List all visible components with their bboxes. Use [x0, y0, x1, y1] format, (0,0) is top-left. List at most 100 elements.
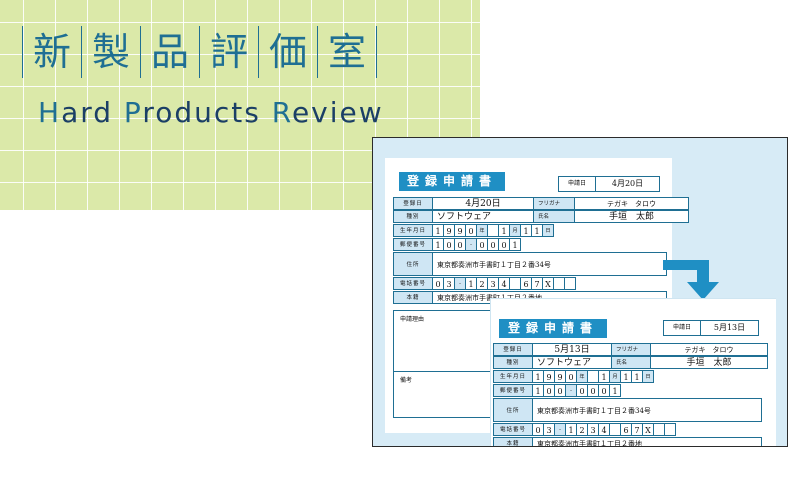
address-field[interactable]: 東京都奏洲市手書町１丁目２番34号 — [432, 252, 667, 276]
jp-title-char: 新 — [22, 26, 81, 78]
digit: 2 — [577, 423, 588, 436]
digit: 0 — [455, 238, 466, 251]
reg-date-field[interactable]: 4月20日 — [432, 197, 534, 210]
digit: 0 — [477, 238, 488, 251]
zip-row: 郵便番号 1 0 0 - 0 0 0 1 — [393, 238, 521, 251]
tel-label: 電話番号 — [493, 423, 532, 436]
digit: 3 — [588, 423, 599, 436]
birth-digits[interactable]: 1 9 9 0 年 1 月 1 1 日 — [532, 370, 654, 383]
digit: 0 — [577, 384, 588, 397]
digit: - — [455, 277, 466, 290]
application-date-label: 申請日 — [664, 321, 701, 335]
type-row: 種別 ソフトウェア 氏名 手垣 太郎 — [393, 210, 689, 223]
jp-title-char: 品 — [140, 26, 199, 78]
digit: X — [543, 277, 554, 290]
digit: 1 — [532, 370, 544, 383]
application-date-value: 4月20日 — [611, 179, 644, 188]
digit: 9 — [455, 224, 466, 237]
en-title-rest: roducts — [142, 96, 272, 129]
digit: 1 — [432, 224, 444, 237]
birth-row: 生年月日 1 9 9 0 年 1 月 1 1 日 — [393, 224, 554, 237]
digit: 9 — [555, 370, 566, 383]
digit: 日 — [643, 370, 654, 383]
jp-title: 新 製 品 評 価 室 — [22, 26, 377, 78]
birth-row: 生年月日 1 9 9 0 年 1 月 1 1 日 — [493, 370, 654, 383]
zip-digits[interactable]: 1 0 0 - 0 0 0 1 — [532, 384, 621, 397]
jp-title-char: 価 — [258, 26, 317, 78]
digit: 9 — [544, 370, 555, 383]
application-date-value: 5月13日 — [713, 323, 746, 332]
birth-label: 生年月日 — [493, 370, 532, 383]
type-field[interactable]: ソフトウェア — [532, 356, 612, 369]
digit: 3 — [444, 277, 455, 290]
tel-row: 電話番号 0 3 - 1 2 3 4 6 7 X — [493, 423, 676, 436]
type-field[interactable]: ソフトウェア — [432, 210, 534, 223]
digit: - — [466, 238, 477, 251]
tel-digits[interactable]: 0 3 - 1 2 3 4 6 7 X — [432, 277, 576, 290]
kana-field[interactable]: テガキ タロウ — [650, 343, 768, 356]
digit: 6 — [621, 423, 632, 436]
reg-date-label: 登録日 — [493, 343, 532, 356]
digit: 月 — [610, 370, 621, 383]
digit — [488, 224, 499, 237]
digit: 0 — [444, 238, 455, 251]
type-row: 種別 ソフトウェア 氏名 手垣 太郎 — [493, 356, 768, 369]
birth-digits[interactable]: 1 9 9 0 年 1 月 1 1 日 — [432, 224, 554, 237]
reason-label: 申請理由 — [400, 316, 425, 323]
digit: 年 — [577, 370, 588, 383]
digit: 7 — [532, 277, 543, 290]
zip-digits[interactable]: 1 0 0 - 0 0 0 1 — [432, 238, 521, 251]
name-field[interactable]: 手垣 太郎 — [650, 356, 768, 369]
honseki-field[interactable]: 東京都奏洲市手書町１丁目２番地 — [532, 437, 762, 446]
address-field[interactable]: 東京都奏洲市手書町１丁目２番34号 — [532, 398, 762, 422]
digit: 1 — [632, 370, 643, 383]
kana-label: フリガナ — [534, 197, 574, 210]
tel-row: 電話番号 0 3 - 1 2 3 4 6 7 X — [393, 277, 576, 290]
jp-title-char: 評 — [199, 26, 258, 78]
zip-label: 郵便番号 — [493, 384, 532, 397]
en-title-cap: H — [38, 96, 62, 129]
zip-label: 郵便番号 — [393, 238, 432, 251]
reg-row: 登録日 4月20日 フリガナ テガキ タロウ — [393, 197, 689, 210]
digit: 月 — [510, 224, 521, 237]
digit: 4 — [599, 423, 610, 436]
digit: 3 — [544, 423, 555, 436]
digit: 1 — [621, 370, 632, 383]
digit: 0 — [555, 384, 566, 397]
digit: X — [643, 423, 654, 436]
digit: 1 — [566, 423, 577, 436]
digit: 6 — [521, 277, 532, 290]
digit: 1 — [599, 370, 610, 383]
digit — [510, 277, 521, 290]
zip-row: 郵便番号 1 0 0 - 0 0 0 1 — [493, 384, 621, 397]
kana-field[interactable]: テガキ タロウ — [574, 197, 689, 210]
reg-date-field[interactable]: 5月13日 — [532, 343, 612, 356]
digit: 0 — [588, 384, 599, 397]
digit: 1 — [532, 224, 543, 237]
digit: 1 — [532, 384, 544, 397]
tel-digits[interactable]: 0 3 - 1 2 3 4 6 7 X — [532, 423, 676, 436]
digit: - — [566, 384, 577, 397]
address-row: 住所 東京都奏洲市手書町１丁目２番34号 — [393, 252, 667, 276]
application-date: 申請日 5月13日 — [663, 320, 759, 336]
digit: 0 — [532, 423, 544, 436]
digit: 0 — [566, 370, 577, 383]
digit: 1 — [499, 224, 510, 237]
honseki-label: 本籍 — [493, 437, 532, 446]
birth-label: 生年月日 — [393, 224, 432, 237]
digit: 0 — [599, 384, 610, 397]
honseki-row: 本籍 東京都奏洲市手書町１丁目２番地 — [493, 437, 762, 446]
address-label: 住所 — [493, 398, 532, 422]
digit: 4 — [499, 277, 510, 290]
digit: 1 — [432, 238, 444, 251]
form-comparison-panel: 登録申請書 申請日 4月20日 登録日 4月20日 フリガナ テガキ タロウ 種… — [372, 137, 788, 447]
digit — [554, 277, 565, 290]
form-title: 登録申請書 — [399, 172, 505, 191]
digit: 0 — [466, 224, 477, 237]
name-field[interactable]: 手垣 太郎 — [574, 210, 689, 223]
address-row: 住所 東京都奏洲市手書町１丁目２番34号 — [493, 398, 762, 422]
digit: 1 — [610, 384, 621, 397]
digit: 2 — [477, 277, 488, 290]
en-title-cap: R — [271, 96, 292, 129]
reg-row: 登録日 5月13日 フリガナ テガキ タロウ — [493, 343, 768, 356]
